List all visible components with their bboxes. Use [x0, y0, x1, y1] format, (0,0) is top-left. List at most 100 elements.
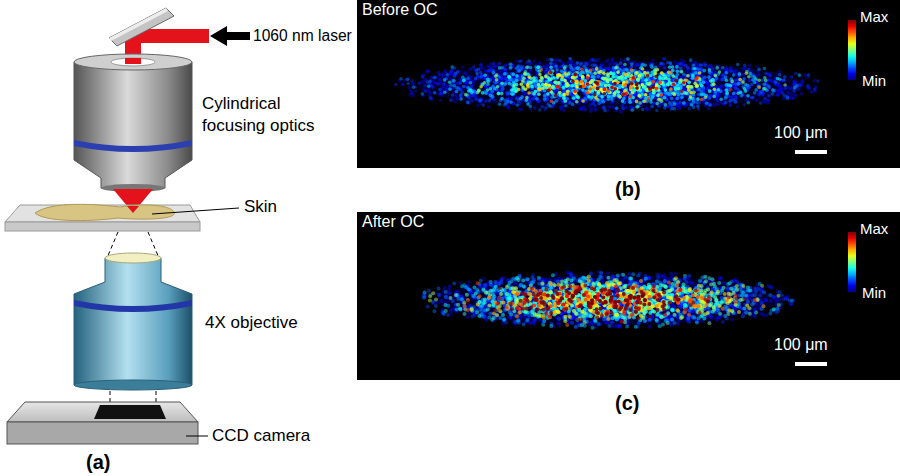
speckle-grain	[608, 105, 612, 109]
speckle-grain	[724, 96, 728, 100]
speckle-grain	[438, 73, 442, 77]
speckle-grain	[504, 68, 508, 72]
speckle-grain	[607, 67, 611, 71]
speckle-grain	[757, 85, 761, 89]
speckle-grain	[444, 69, 448, 73]
speckle-grain	[800, 92, 804, 96]
speckle-grain	[543, 94, 547, 98]
speckle-grain	[729, 103, 733, 107]
speckle-grain	[538, 61, 542, 65]
speckle-grain	[478, 99, 482, 103]
speckle-grain	[753, 91, 757, 95]
speckle-grain	[776, 89, 780, 93]
speckle-grain	[459, 81, 463, 85]
speckle-grain	[696, 104, 700, 108]
speckle-grain	[695, 101, 699, 105]
speckle-grain	[790, 92, 794, 96]
speckle-grain	[488, 93, 492, 97]
speckle-grain	[816, 79, 820, 83]
speckle-grain	[560, 69, 564, 73]
speckle-grain	[699, 64, 703, 68]
speckle-grain	[498, 62, 502, 66]
speckle-grain	[619, 62, 623, 66]
objective-lens	[74, 258, 192, 385]
speckle-grain	[732, 92, 736, 96]
speckle-grain	[774, 80, 778, 84]
speckle-grain	[715, 99, 719, 103]
speckle-grain	[474, 97, 478, 101]
speckle-grain	[724, 83, 728, 87]
speckle-grain	[591, 58, 595, 62]
speckle-grain	[564, 104, 568, 108]
speckle-grain	[437, 77, 441, 81]
speckle-grain	[676, 73, 680, 77]
speckle-grain	[747, 95, 751, 99]
speckle-grain	[433, 91, 437, 95]
speckle-grain	[786, 96, 790, 100]
speckle-grain	[610, 59, 614, 63]
leader-line	[152, 208, 239, 214]
speckle-grain	[807, 73, 811, 77]
speckle-grain	[469, 67, 473, 71]
speckle-grain	[668, 101, 672, 105]
speckle-grain	[679, 62, 683, 66]
speckle-grain	[589, 109, 593, 113]
speckle-grain	[394, 83, 398, 87]
speckle-grain	[663, 57, 667, 61]
speckle-grain	[525, 95, 529, 99]
speckle-grain	[575, 61, 579, 65]
speckle-grain	[550, 99, 554, 103]
objective-band	[74, 300, 192, 312]
speckle-grain	[537, 65, 541, 69]
speckle-grain	[533, 59, 537, 63]
speckle-grain	[439, 98, 443, 102]
optics-band	[74, 140, 192, 152]
speckle-grain	[523, 92, 527, 96]
speckle-grain	[743, 103, 747, 107]
speckle-grain	[487, 69, 491, 73]
speckle-grain	[496, 69, 500, 73]
speckle-grain	[604, 92, 608, 96]
speckle-grain	[736, 82, 740, 86]
speckle-grain	[618, 110, 622, 114]
speckle-pattern	[394, 57, 820, 114]
speckle-grain	[776, 93, 780, 97]
speckle-grain	[755, 99, 759, 103]
speckle-grain	[549, 66, 553, 70]
speckle-grain	[557, 59, 561, 63]
speckle-grain	[470, 99, 474, 103]
speckle-grain	[713, 73, 717, 77]
speckle-grain	[757, 73, 761, 77]
speckle-grain	[621, 106, 625, 110]
speckle-grain	[400, 83, 404, 87]
speckle-grain	[596, 75, 600, 79]
speckle-grain	[792, 96, 796, 100]
speckle-grain	[782, 79, 786, 83]
speckle-grain	[466, 77, 470, 81]
speckle-grain	[626, 57, 630, 61]
speckle-grain	[520, 107, 524, 111]
speckle-grain	[786, 96, 790, 100]
speckle-grain	[571, 103, 575, 107]
speckle-grain	[663, 66, 667, 70]
speckle-haze	[417, 61, 804, 110]
speckle-grain	[616, 71, 620, 75]
mirror-face	[109, 8, 168, 41]
objective-top	[105, 253, 161, 263]
speckle-grain	[479, 75, 483, 79]
speckle-grain	[518, 59, 522, 63]
speckle-grain	[675, 69, 679, 73]
speckle-grain	[703, 76, 707, 80]
speckle-grain	[743, 64, 747, 68]
speckle-grain	[451, 93, 455, 97]
speckle-grain	[732, 92, 736, 96]
speckle-grain	[479, 71, 483, 75]
speckle-grain	[663, 95, 667, 99]
speckle-grain	[515, 67, 519, 71]
speckle-grain	[580, 62, 584, 66]
speckle-grain	[555, 68, 559, 72]
speckle-grain	[446, 73, 450, 77]
speckle-grain	[708, 96, 712, 100]
speckle-grain	[583, 108, 587, 112]
speckle-grain	[503, 73, 507, 77]
